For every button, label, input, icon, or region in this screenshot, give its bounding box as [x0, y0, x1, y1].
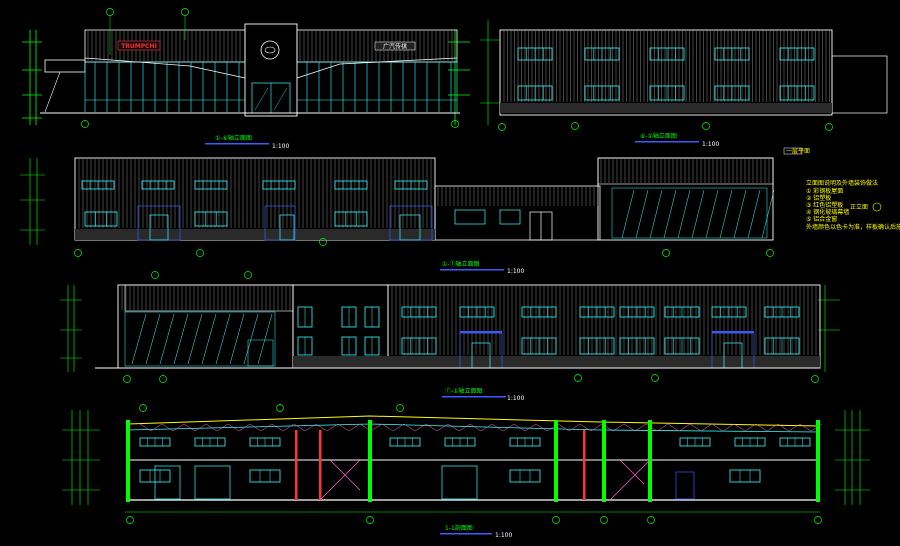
right-sign-text: 广汽传祺: [383, 43, 407, 51]
entrance-tower: [244, 23, 298, 117]
side-elevation-b: ⓕ-①轴立面图 1:100: [60, 271, 840, 402]
section-scale: 1:100: [495, 532, 512, 539]
front-curtain-wall: [84, 61, 458, 112]
brand-sign-text: TRUMPCHI: [121, 43, 157, 50]
window: [729, 469, 761, 483]
column: [126, 420, 130, 502]
side-a-mid-block: [434, 185, 601, 241]
rear-elevation: ⑥-①轴立面图 1:100: [480, 20, 888, 148]
side-a-title: ①-ⓕ轴立面图: [442, 260, 480, 268]
tower-emblem: [260, 40, 280, 60]
right-sign-panel: [374, 41, 416, 51]
notes-item-5: ⑤ 铝合金窗: [806, 215, 837, 223]
notes-elevation-label: 正立面: [850, 203, 868, 211]
column: [368, 420, 372, 502]
column: [816, 420, 820, 502]
side-b-showroom: [117, 284, 294, 369]
front-elevation: TRUMPCHI 广汽传祺 ①-⑥轴立面图 1:100: [22, 8, 470, 150]
notes-tag: 一层平面: [786, 148, 810, 155]
notes-footer: 外墙颜色以色卡为准，样板确认后施工: [806, 223, 900, 231]
front-roof-slope: [84, 57, 246, 79]
section-windows: [139, 437, 811, 483]
side-a-scale: 1:100: [507, 268, 524, 275]
column: [295, 430, 298, 500]
side-b-title: ⓕ-①轴立面图: [445, 387, 483, 395]
column: [648, 420, 652, 502]
rear-building-outline: [499, 29, 833, 116]
section-roof: [127, 415, 821, 427]
section-grid-bubbles: [126, 404, 822, 524]
side-b-scale: 1:100: [507, 395, 524, 402]
notes-block: 一层平面 立面图说明及外墙装饰做法 ① 彩钢板屋面 ② 铝塑板 ③ 红色铝塑板 …: [783, 147, 900, 231]
side-a-windows: [81, 180, 428, 227]
notes-item-1: ① 彩钢板屋面: [806, 187, 843, 195]
column: [554, 420, 558, 502]
window: [509, 469, 541, 483]
rear-title: ⑥-①轴立面图: [640, 132, 677, 140]
column: [602, 420, 606, 502]
side-elevation-a: 一层平面 立面图说明及外墙装饰做法 ① 彩钢板屋面 ② 铝塑板 ③ 红色铝塑板 …: [20, 147, 900, 275]
section-columns: [126, 420, 820, 502]
front-canopy: [44, 59, 86, 73]
side-a-showroom: [597, 157, 774, 241]
window: [194, 211, 228, 227]
column: [319, 430, 322, 500]
notes-item-3: ③ 红色铝塑板: [806, 201, 843, 209]
window: [84, 211, 118, 227]
notes-header: 立面图说明及外墙装饰做法: [806, 179, 878, 187]
side-a-doors: [137, 205, 553, 241]
side-a-glass-wall: [611, 187, 775, 239]
column: [583, 430, 586, 500]
side-b-office: [292, 284, 389, 369]
side-b-glass-wall: [124, 311, 276, 367]
brand-sign-panel: [117, 40, 161, 51]
notes-item-4: ④ 钢化玻璃幕墙: [806, 208, 849, 216]
front-level-marks: [22, 30, 470, 125]
window: [334, 211, 368, 227]
rear-scale: 1:100: [702, 141, 719, 148]
front-scale: 1:100: [272, 143, 289, 150]
front-title: ①-⑥轴立面图: [215, 134, 252, 142]
window: [249, 469, 281, 483]
section-stairs: [319, 459, 651, 501]
notes-item-2: ② 铝塑板: [806, 194, 831, 202]
section-1-1: 1-1剖面图 1:100: [62, 404, 870, 539]
section-doors: [154, 465, 695, 500]
section-title: 1-1剖面图: [445, 524, 473, 532]
rear-windows: [517, 47, 815, 101]
side-b-windows: [297, 306, 800, 356]
